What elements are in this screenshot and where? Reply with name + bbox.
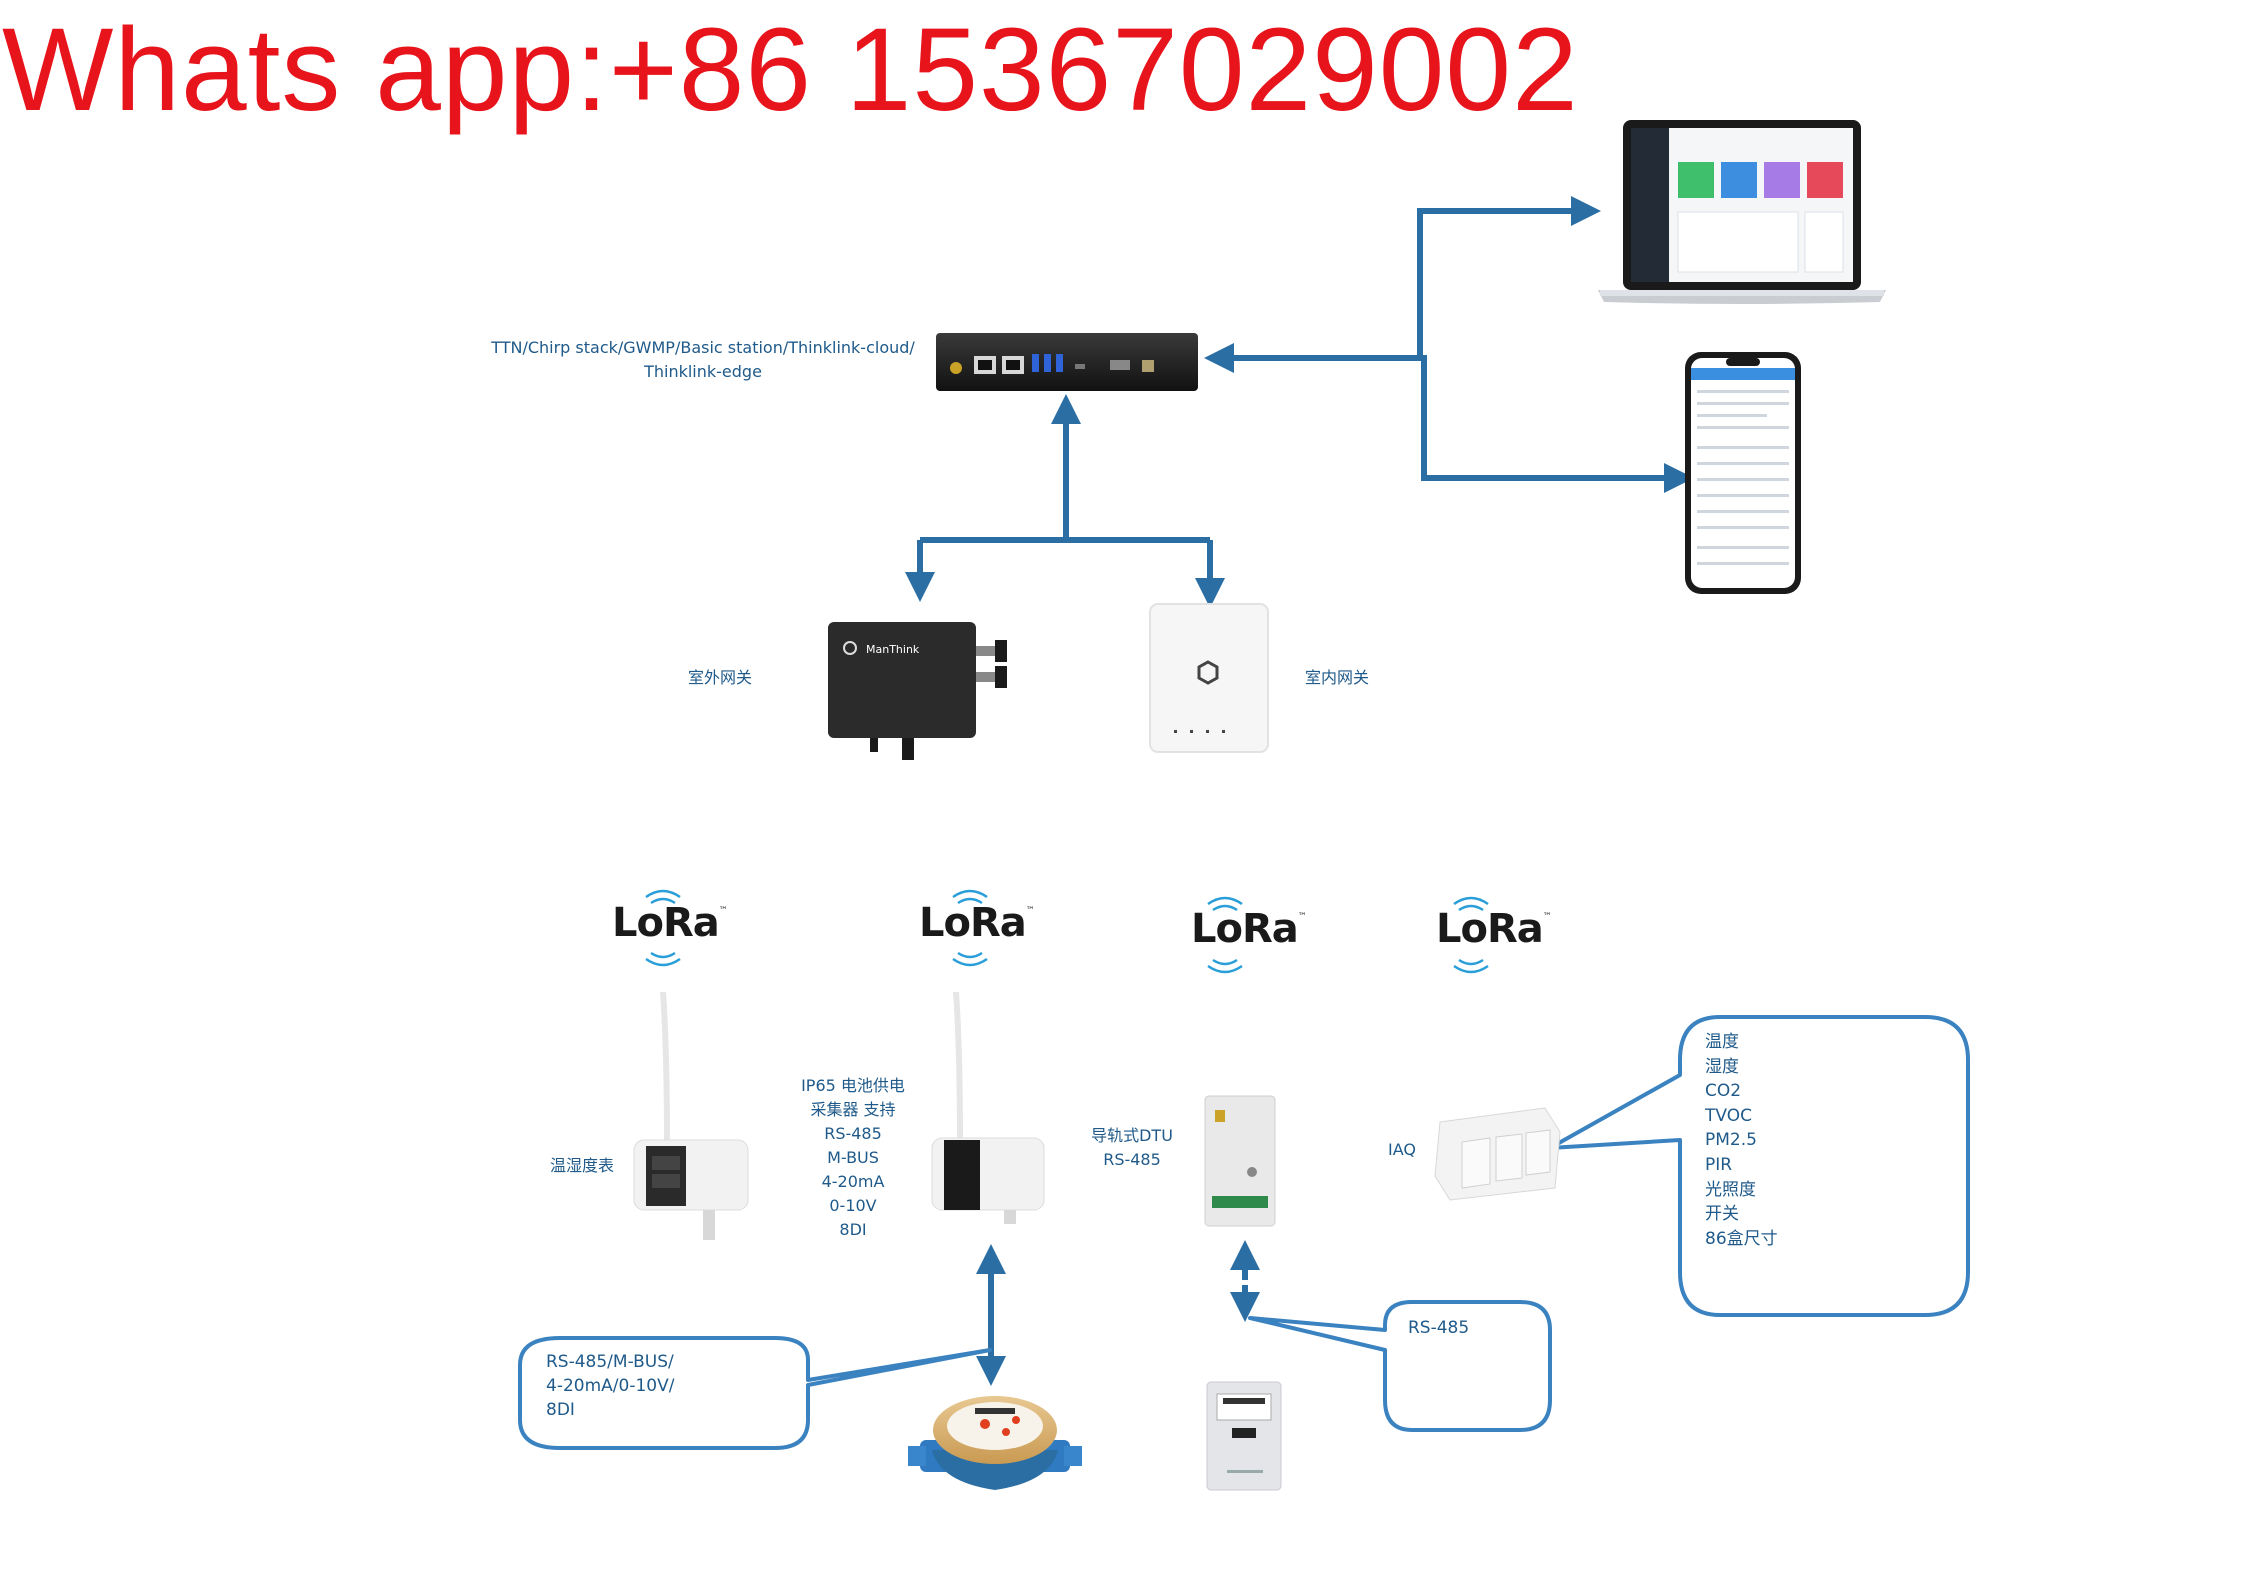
server-software-label-line2: Thinklink-edge [644, 362, 762, 381]
iaq-feature-list: 温度 湿度 CO2 TVOC PM2.5 PIR 光照度 开关 86盒尺寸 [1705, 1030, 1778, 1251]
lora-logo-1: LoRa™ [612, 900, 728, 946]
bubble-left-line: RS-485/M-BUS/ [546, 1352, 674, 1372]
iaq-feature-item: 86盒尺寸 [1705, 1228, 1778, 1249]
iaq-feature-item: 光照度 [1705, 1179, 1756, 1200]
collector-icon [931, 992, 1045, 1224]
energy-meter-icon [1206, 1381, 1282, 1491]
collector-label-line: 8DI [839, 1220, 867, 1239]
lora-logo-text: LoRa [919, 900, 1027, 946]
iaq-sensor-icon [1434, 1107, 1561, 1201]
server-software-label: TTN/Chirp stack/GWMP/Basic station/Think… [488, 336, 918, 384]
arrow-server-to-phone [1420, 355, 1694, 493]
iaq-feature-item: TVOC [1705, 1105, 1752, 1126]
outdoor-gateway-icon [828, 622, 1007, 760]
lora-tm: ™ [718, 906, 728, 916]
bubble-left-line: 8DI [546, 1400, 575, 1420]
lora-tm: ™ [1297, 912, 1307, 922]
lora-tm: ™ [1025, 906, 1035, 916]
collector-label-line: RS-485 [824, 1124, 882, 1143]
server-software-label-line1: TTN/Chirp stack/GWMP/Basic station/Think… [491, 338, 915, 357]
bubble-iaq [1548, 1015, 1970, 1317]
iaq-feature-item: PM2.5 [1705, 1130, 1757, 1151]
lora-wave-marks [645, 889, 1489, 974]
iaq-feature-item: 开关 [1705, 1204, 1739, 1225]
phone-icon [1685, 352, 1801, 594]
arrow-server-to-laptop [1417, 196, 1601, 358]
lora-logo-4: LoRa™ [1436, 906, 1552, 952]
indoor-gateway-label: 室内网关 [1305, 668, 1370, 687]
collector-label-line: 4-20mA [821, 1172, 885, 1191]
din-rail-dtu-icon [1204, 1095, 1276, 1227]
bubble-mid-text: RS-485 [1408, 1318, 1470, 1338]
bubble-left-line: 4-20mA/0-10V/ [546, 1376, 675, 1396]
dtu-label-line: 导轨式DTU [1091, 1126, 1173, 1145]
iaq-feature-item: 湿度 [1705, 1056, 1739, 1077]
outdoor-gateway-label: 室外网关 [688, 668, 753, 687]
bubble-left-text: RS-485/M-BUS/ 4-20mA/0-10V/ 8DI [546, 1350, 674, 1422]
outdoor-gateway-brand: ManThink [866, 643, 920, 656]
callout-bubbles [518, 1015, 1970, 1450]
iaq-label: IAQ [1388, 1140, 1416, 1159]
lora-logo-2: LoRa™ [919, 900, 1035, 946]
iaq-feature-item: 温度 [1705, 1032, 1739, 1052]
dtu-label-line: RS-485 [1103, 1150, 1161, 1169]
lora-logo-text: LoRa [1436, 906, 1544, 952]
iaq-feature-item: PIR [1705, 1154, 1733, 1175]
laptop-icon [1598, 120, 1886, 304]
collector-label-line: M-BUS [827, 1148, 879, 1167]
collector-label-line: 采集器 支持 [810, 1100, 896, 1119]
lora-logo-text: LoRa [1191, 906, 1299, 952]
dtu-label: 导轨式DTU RS-485 [1080, 1124, 1184, 1172]
iaq-feature-item: CO2 [1705, 1081, 1742, 1102]
collector-label: IP65 电池供电 采集器 支持 RS-485 M-BUS 4-20mA 0-1… [780, 1074, 926, 1242]
water-meter-icon [908, 1396, 1082, 1490]
lora-logo-text: LoRa [612, 900, 720, 946]
lora-logo-3: LoRa™ [1191, 906, 1307, 952]
connectors [905, 196, 1694, 1386]
bubble-left [518, 1336, 992, 1450]
thermo-hygrometer-icon [633, 992, 749, 1240]
edge-server-icon [936, 333, 1198, 391]
whatsapp-contact-title: Whats app:+86 15367029002 [2, 4, 1579, 136]
collector-label-line: 0-10V [829, 1196, 877, 1215]
lora-tm: ™ [1542, 912, 1552, 922]
bubble-mid [1248, 1300, 1552, 1432]
indoor-gateway-icon [1149, 603, 1269, 753]
thermo-hygrometer-label: 温湿度表 [550, 1156, 615, 1175]
collector-label-line: IP65 电池供电 [801, 1076, 905, 1095]
